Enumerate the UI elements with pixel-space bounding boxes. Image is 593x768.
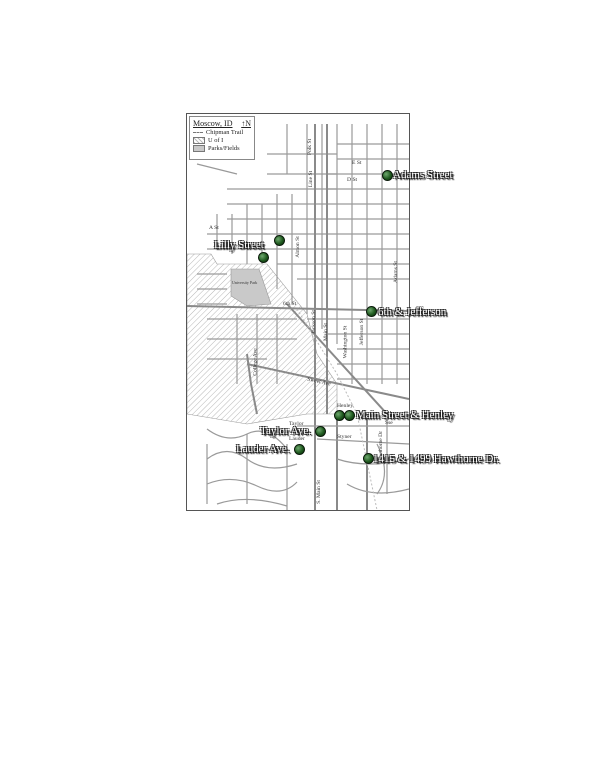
street-label-college-ave: College Ave — [252, 348, 259, 376]
parks-swatch — [193, 145, 205, 152]
north-arrow-icon: ↑N — [241, 119, 251, 128]
street-label-s-main-st: S. Main St — [315, 480, 322, 504]
location-marker[interactable] — [294, 444, 305, 455]
street-label-styner: Styner — [337, 434, 352, 440]
trail-swatch — [193, 131, 203, 134]
location-marker[interactable] — [382, 170, 393, 181]
legend-item-trail: Chipman Trail — [193, 129, 251, 136]
location-marker[interactable] — [274, 235, 285, 246]
street-label-main-st: Main St — [322, 323, 329, 341]
downtown-grid — [196, 124, 409, 384]
legend-title-row: Moscow, ID ↑N — [193, 119, 251, 128]
location-label-lauder-ave[interactable]: Lauder Ave. — [236, 443, 290, 455]
street-label-d-st: D St — [347, 177, 358, 183]
street-label-polk-st: Polk St — [307, 138, 314, 156]
u-of-i-swatch — [193, 137, 205, 144]
location-marker[interactable] — [344, 410, 355, 421]
location-label-main-street-henley[interactable]: Main Street & Henley — [356, 409, 454, 421]
street-map — [187, 124, 409, 510]
location-marker[interactable] — [366, 306, 377, 317]
legend-item-label: Chipman Trail — [206, 129, 244, 136]
legend-item-label: Parks/Fields — [208, 145, 240, 152]
street-label-lauder: Lauder — [289, 436, 305, 442]
street-label-almon-st: Almon St — [294, 236, 301, 258]
street-label-university-park: University Park — [232, 280, 258, 285]
street-label-a-st: A St — [209, 225, 219, 231]
street-label-taylor: Taylor — [289, 421, 304, 427]
street-label-adams-st: Adams St — [392, 261, 399, 283]
legend-item-parks: Parks/Fields — [193, 145, 251, 152]
location-label-taylor-ave[interactable]: Taylor Ave. — [260, 425, 311, 437]
street-label-henley: Henley — [337, 403, 354, 409]
street-label-line-st: Line St — [308, 170, 315, 188]
map-legend: Moscow, ID ↑N Chipman Trail U of I Parks… — [189, 116, 255, 160]
street-label-jackson-st: Jackson St — [310, 310, 317, 334]
street-label-sse: Sse — [385, 420, 393, 426]
legend-item-u-of-i: U of I — [193, 137, 251, 144]
southern-streets — [206, 414, 409, 510]
location-label-hawthorne-dr[interactable]: 1415 & 1499 Hawthorne Dr. — [373, 453, 500, 465]
street-label-jefferson-st: Jefferson St — [359, 318, 366, 346]
legend-item-label: U of I — [208, 137, 224, 144]
location-marker[interactable] — [315, 426, 326, 437]
location-label-6th-jefferson[interactable]: 6th & Jefferson — [378, 306, 447, 318]
street-label-6th-st: 6th St — [283, 301, 297, 307]
university-park-area — [230, 268, 272, 307]
street-label-e-st: E St — [352, 160, 362, 166]
street-label-washington-st: Washington St — [342, 325, 349, 359]
location-label-lilly-street[interactable]: Lilly Street — [214, 239, 264, 251]
legend-title: Moscow, ID — [193, 119, 233, 128]
location-marker[interactable] — [363, 453, 374, 464]
location-marker[interactable] — [258, 252, 269, 263]
location-label-adams-street[interactable]: Adams Street — [393, 169, 453, 181]
